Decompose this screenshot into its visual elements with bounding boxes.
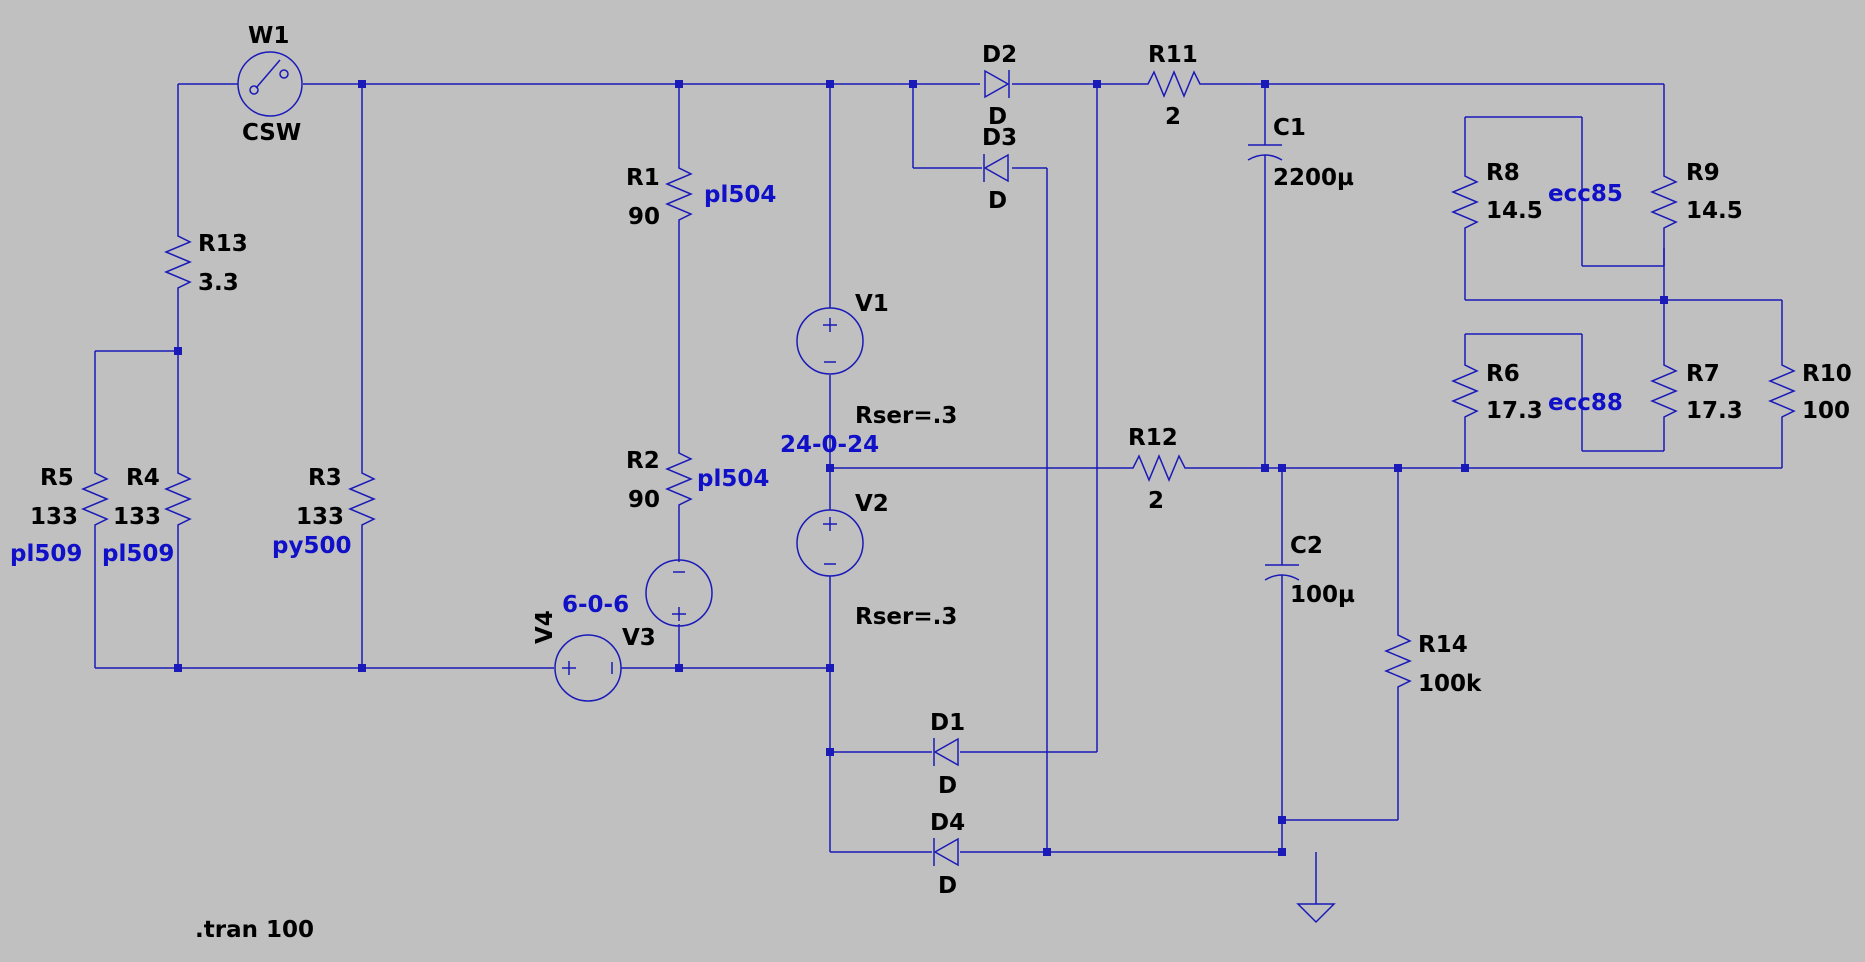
label-c1-ref: C1 xyxy=(1273,115,1306,141)
resistor-r7 xyxy=(1650,357,1678,421)
voltage-source-v4 xyxy=(554,634,622,702)
resistor-r2 xyxy=(665,445,693,510)
label-r1-ref: R1 xyxy=(626,165,660,191)
resistor-r10 xyxy=(1768,357,1796,421)
label-v4-ref: V4 xyxy=(532,610,558,644)
label-r12-ref: R12 xyxy=(1128,425,1178,451)
label-r3-ref: R3 xyxy=(308,465,342,491)
label-r9-ref: R9 xyxy=(1686,160,1720,186)
label-v1-param: Rser=.3 xyxy=(855,403,957,429)
label-r6-value: 17.3 xyxy=(1486,398,1543,424)
label-w1-ref: W1 xyxy=(248,23,289,49)
label-transformer-main: 24-0-24 xyxy=(780,432,879,458)
resistor-r1 xyxy=(665,160,693,225)
label-r1-tube: pl504 xyxy=(704,182,776,208)
label-c2-ref: C2 xyxy=(1290,533,1323,559)
capacitor-c1 xyxy=(1247,144,1283,161)
resistor-r3 xyxy=(348,465,376,529)
resistor-r5 xyxy=(81,465,109,529)
label-d1-ref: D1 xyxy=(930,710,965,736)
label-w1-value: CSW xyxy=(242,120,301,146)
resistor-r12 xyxy=(1125,454,1190,482)
label-v1-ref: V1 xyxy=(855,291,889,317)
label-r8-value: 14.5 xyxy=(1486,198,1543,224)
label-tube-ecc85: ecc85 xyxy=(1548,181,1623,207)
label-r5-tube: pl509 xyxy=(10,541,82,567)
label-r8-ref: R8 xyxy=(1486,160,1520,186)
label-r13-ref: R13 xyxy=(198,231,248,257)
label-d4-value: D xyxy=(938,873,957,899)
label-r5-value: 133 xyxy=(30,504,78,530)
resistor-r11 xyxy=(1140,70,1205,98)
label-r7-ref: R7 xyxy=(1686,361,1720,387)
label-r2-value: 90 xyxy=(628,487,660,513)
label-r14-ref: R14 xyxy=(1418,632,1468,658)
labels: W1 CSW R13 3.3 R5 133 pl509 R4 133 pl509… xyxy=(10,23,1852,943)
label-r5-ref: R5 xyxy=(40,465,74,491)
label-r12-value: 2 xyxy=(1148,488,1164,514)
label-r4-ref: R4 xyxy=(126,465,160,491)
label-r2-ref: R2 xyxy=(626,448,660,474)
diode-d2 xyxy=(984,69,1010,99)
label-d2-ref: D2 xyxy=(982,42,1017,68)
junctions xyxy=(174,80,1668,856)
ground-symbol xyxy=(1296,903,1336,924)
label-v2-param: Rser=.3 xyxy=(855,604,957,630)
voltage-source-v2 xyxy=(796,509,864,577)
diode-d4 xyxy=(933,837,959,867)
wires xyxy=(94,83,1783,904)
label-r2-tube: pl504 xyxy=(697,466,769,492)
label-r7-value: 17.3 xyxy=(1686,398,1743,424)
label-r3-tube: py500 xyxy=(272,533,351,559)
label-d1-value: D xyxy=(938,773,957,799)
label-d3-ref: D3 xyxy=(982,125,1017,151)
label-c2-value: 100µ xyxy=(1290,582,1355,608)
label-transformer-aux: 6-0-6 xyxy=(562,592,629,618)
label-r1-value: 90 xyxy=(628,204,660,230)
label-r13-value: 3.3 xyxy=(198,270,239,296)
label-v3-ref: V3 xyxy=(622,625,656,651)
label-r11-value: 2 xyxy=(1165,104,1181,130)
label-r9-value: 14.5 xyxy=(1686,198,1743,224)
voltage-source-v1 xyxy=(796,307,864,375)
resistor-r4 xyxy=(164,465,192,529)
diode-d3 xyxy=(983,153,1009,183)
spice-directive: .tran 100 xyxy=(195,917,314,943)
label-r3-value: 133 xyxy=(296,504,344,530)
diode-d1 xyxy=(933,737,959,767)
label-r11-ref: R11 xyxy=(1148,42,1198,68)
label-r6-ref: R6 xyxy=(1486,361,1520,387)
label-tube-ecc88: ecc88 xyxy=(1548,390,1623,416)
label-v2-ref: V2 xyxy=(855,491,889,517)
resistor-r6 xyxy=(1451,357,1479,421)
label-r4-tube: pl509 xyxy=(102,541,174,567)
label-r10-ref: R10 xyxy=(1802,361,1852,387)
label-r4-value: 133 xyxy=(113,504,161,530)
resistor-r13 xyxy=(164,228,192,292)
resistor-r8 xyxy=(1451,168,1479,232)
label-c1-value: 2200µ xyxy=(1273,165,1354,191)
resistor-r14 xyxy=(1384,627,1412,691)
resistor-r9 xyxy=(1650,168,1678,232)
label-r10-value: 100 xyxy=(1802,398,1850,424)
switch-w1 xyxy=(237,51,303,117)
label-d4-ref: D4 xyxy=(930,810,965,836)
label-r14-value: 100k xyxy=(1418,671,1482,697)
voltage-source-v3 xyxy=(645,559,713,627)
capacitor-c2 xyxy=(1264,564,1300,581)
label-d2-value: D xyxy=(988,104,1007,130)
label-d3-value: D xyxy=(988,188,1007,214)
